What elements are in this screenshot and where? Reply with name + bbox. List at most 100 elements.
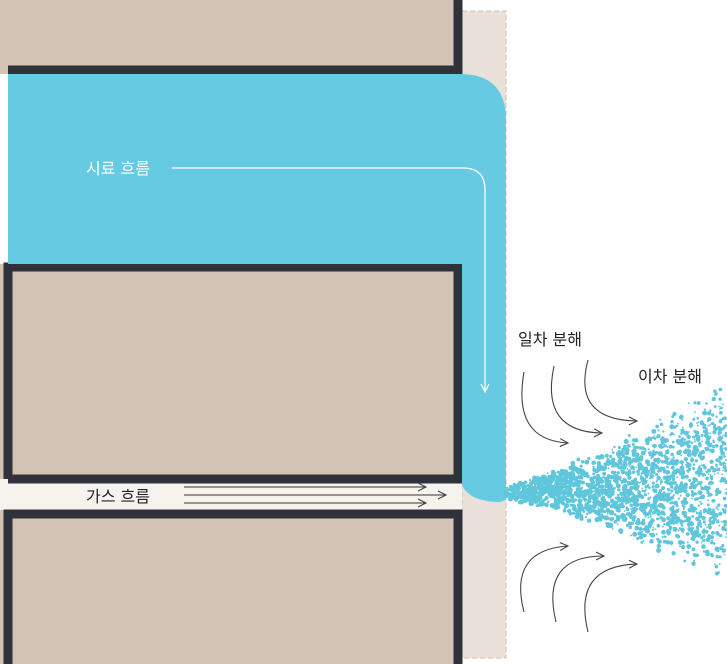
droplet	[657, 451, 663, 457]
droplet	[678, 488, 683, 493]
droplet	[686, 519, 690, 523]
droplet	[638, 506, 644, 511]
droplet	[658, 489, 663, 493]
droplet	[713, 389, 717, 393]
droplet	[655, 473, 659, 476]
droplet	[670, 489, 674, 493]
droplet	[519, 495, 524, 500]
droplet	[714, 564, 719, 569]
droplet	[592, 467, 596, 471]
droplet	[638, 534, 644, 540]
droplet	[677, 529, 680, 532]
droplet	[650, 454, 654, 459]
droplet	[716, 427, 719, 430]
droplet	[696, 401, 701, 406]
droplet	[686, 541, 689, 544]
droplet	[653, 446, 656, 449]
droplet	[682, 505, 686, 509]
droplet	[669, 424, 675, 430]
droplet	[651, 428, 657, 434]
droplet	[622, 455, 626, 459]
droplet	[560, 495, 564, 498]
droplet	[624, 502, 628, 505]
droplet	[678, 449, 682, 454]
droplet	[684, 474, 689, 479]
droplet	[648, 525, 652, 529]
droplet	[612, 500, 618, 506]
droplet	[692, 453, 697, 457]
droplet	[700, 541, 703, 544]
droplet	[561, 491, 566, 496]
droplet	[645, 466, 648, 470]
droplet	[647, 436, 650, 439]
droplet	[580, 486, 584, 489]
droplet	[597, 484, 602, 489]
droplet	[576, 470, 582, 475]
droplet	[702, 410, 708, 416]
droplet	[642, 539, 645, 542]
droplet	[596, 467, 602, 472]
droplet	[611, 527, 614, 530]
droplet	[663, 522, 666, 526]
droplet	[628, 511, 631, 514]
droplet	[642, 504, 648, 510]
droplet	[630, 465, 635, 470]
droplet	[697, 491, 701, 495]
droplet	[523, 480, 528, 484]
droplet	[508, 488, 512, 492]
droplet	[691, 493, 695, 498]
droplet	[685, 492, 690, 498]
droplet	[545, 489, 549, 493]
droplet	[619, 530, 624, 534]
droplet	[702, 550, 705, 553]
droplet	[655, 450, 659, 455]
droplet	[714, 392, 718, 396]
droplet	[614, 521, 617, 524]
droplet	[687, 507, 692, 513]
droplet	[683, 438, 686, 442]
droplet	[723, 553, 726, 556]
droplet	[631, 438, 637, 443]
droplet	[655, 424, 659, 429]
droplet	[654, 489, 658, 493]
lower-gas-arrows	[520, 546, 637, 633]
droplet	[662, 497, 666, 502]
droplet	[510, 495, 515, 500]
droplet	[627, 434, 631, 437]
droplet	[546, 472, 549, 475]
sample-liquid-channel	[8, 74, 506, 502]
droplet	[713, 563, 716, 565]
droplet	[628, 525, 633, 530]
droplet	[706, 503, 710, 507]
droplet	[574, 482, 578, 485]
droplet	[624, 495, 630, 501]
droplet	[669, 486, 672, 489]
droplet	[686, 470, 690, 473]
droplet	[666, 530, 671, 535]
droplet	[649, 509, 652, 512]
droplet	[654, 483, 660, 489]
droplet	[661, 445, 665, 449]
droplet	[676, 424, 679, 427]
droplet	[528, 478, 532, 482]
droplet	[655, 480, 658, 483]
droplet	[553, 497, 557, 501]
droplet	[679, 519, 684, 524]
droplet	[686, 516, 690, 521]
droplet	[717, 503, 721, 507]
droplet	[609, 454, 613, 458]
droplet	[711, 499, 716, 503]
droplet	[617, 449, 622, 454]
droplet	[627, 475, 632, 480]
droplet	[671, 551, 676, 556]
droplet	[698, 452, 703, 457]
droplet	[707, 495, 709, 498]
droplet	[570, 460, 576, 466]
droplet	[640, 480, 643, 483]
droplet	[699, 500, 701, 503]
droplet	[688, 423, 694, 428]
droplet	[657, 469, 661, 473]
droplet	[642, 527, 646, 531]
droplet	[718, 491, 721, 494]
droplet	[571, 511, 576, 515]
